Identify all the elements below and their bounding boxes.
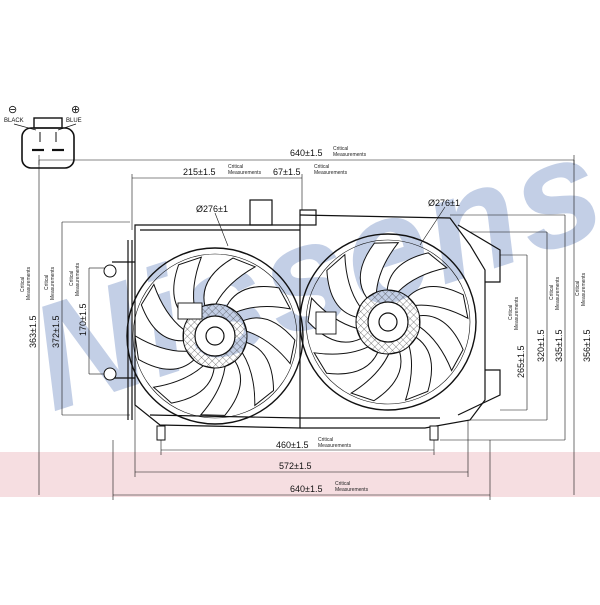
critical-215-1: Critical [228,164,243,170]
dim-left-offset: 215±1.5 [183,167,215,177]
dim-right-height-outer2: 356±1.5 [582,330,592,362]
critical-356-1: Critical [575,281,581,296]
dim-right-height-outer1: 335±1.5 [554,330,564,362]
dimension-lines [38,155,575,500]
dim-left-height-outer: 363±1.5 [28,316,38,348]
dim-bottom-width-outer: 640±1.5 [290,484,322,494]
dim-right-height-inner: 265±1.5 [516,346,526,378]
fan-blade [199,360,242,416]
left-fan [126,247,304,425]
fan-blade [418,315,464,372]
critical-170-2: Measurements [75,262,81,296]
dim-top-width: 640±1.5 [290,148,322,158]
critical-363-1: Critical [20,277,26,292]
fan-blade [313,346,379,375]
critical-170-1: Critical [69,271,75,286]
critical-372-1: Critical [44,275,50,290]
fan-blade [152,365,215,404]
critical-372-2: Measurements [50,266,56,300]
dim-right-height-mid: 320±1.5 [536,330,546,362]
connector-diagram: ⊖ ⊕ BLACK BLUE [4,104,82,169]
fan-blade [241,341,275,407]
fan-blade [386,252,448,293]
connector-body [21,127,75,169]
dim-mount-spacing: 460±1.5 [276,440,308,450]
critical-335-1: Critical [549,285,555,300]
fan-blade [407,286,469,320]
dim-small-offset: 67±1.5 [273,167,300,177]
fan-blade [140,283,185,342]
fan-blade [404,336,432,401]
fan-blade [203,257,257,307]
right-fan [299,233,477,411]
dim-left-height-inner: 372±1.5 [51,316,61,348]
dim-right-fan-diameter: Ø276±1 [428,198,460,208]
dim-left-fan-diameter: Ø276±1 [196,204,228,214]
critical-bottom-1: Critical [335,481,350,487]
critical-265-1: Critical [508,305,514,320]
critical-67-1: Critical [314,164,329,170]
critical-335-2: Measurements [555,276,561,310]
fan-blade [326,253,361,318]
fan-blade [134,334,195,370]
minus-symbol: ⊖ [8,104,17,116]
right-fan-ring [299,233,477,411]
critical-363-2: Measurements [26,266,32,300]
critical-bottom-2: Measurements [335,487,369,493]
dim-left-height-mount: 170±1.5 [78,304,88,336]
connector-label-blue: BLUE [66,118,82,124]
critical-356-2: Measurements [581,272,587,306]
connector-label-black: BLACK [4,118,24,124]
left-fan-ring [126,247,304,425]
dim-bottom-width-inner: 572±1.5 [279,461,311,471]
critical-67-2: Measurements [314,170,348,176]
critical-top-1: Critical [333,146,348,152]
critical-460-2: Measurements [318,443,352,449]
fan-blade [226,286,292,313]
critical-215-2: Measurements [228,170,262,176]
fan-blade [350,351,402,402]
fan-blade [359,242,400,299]
plus-symbol: ⊕ [71,104,80,116]
fan-blade [242,317,296,365]
critical-top-2: Measurements [333,152,367,158]
critical-265-2: Measurements [514,296,520,330]
shroud [112,199,501,429]
dimension-labels: 640±1.5 Critical Measurements 215±1.5 Cr… [20,146,592,494]
critical-460-1: Critical [318,437,333,443]
watermark-band [0,452,600,497]
